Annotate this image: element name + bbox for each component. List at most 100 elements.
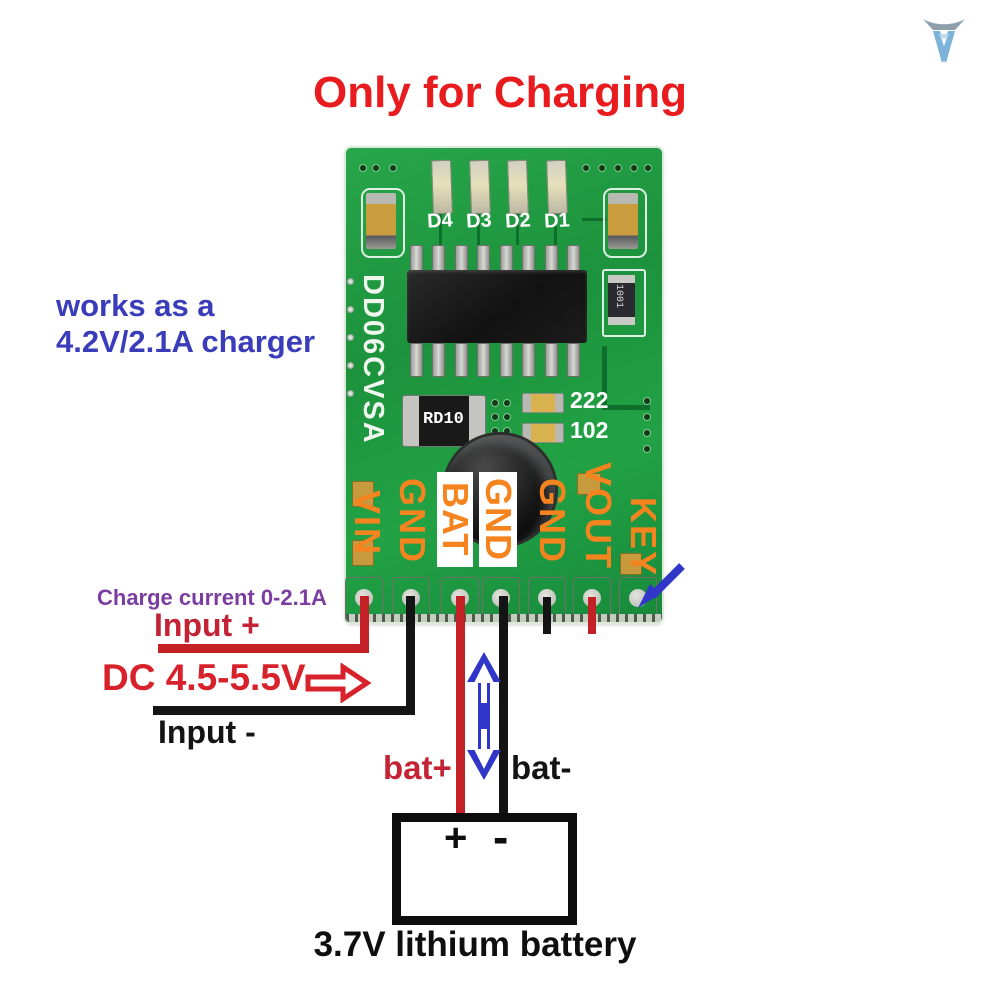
- via: [644, 414, 650, 420]
- smd-222-label: 222: [570, 387, 609, 413]
- trace: [477, 212, 480, 245]
- trace: [602, 405, 650, 410]
- via: [644, 446, 650, 452]
- via: [492, 414, 498, 420]
- pcb-model-text: DD06CVSA: [357, 274, 389, 445]
- dc-input-arrow-icon: [305, 663, 371, 703]
- ic-pin: [545, 245, 558, 272]
- dc-range-label: DC 4.5-5.5V: [102, 657, 306, 698]
- capacitor-left: [366, 193, 396, 249]
- battery-label: 3.7V lithium battery: [313, 925, 637, 964]
- resistor-1001: 1001: [608, 275, 635, 325]
- via: [645, 165, 651, 171]
- pin-label-vin: VIN: [347, 490, 388, 557]
- via: [504, 400, 510, 406]
- resistor-1001-label: 1001: [613, 284, 624, 309]
- ic-pin: [500, 343, 513, 377]
- ic-pin: [567, 343, 580, 377]
- capability-note-line1: works as a: [56, 288, 215, 323]
- via: [492, 400, 498, 406]
- battery-plus-terminal: +: [444, 816, 468, 860]
- edge-hole: [347, 334, 354, 341]
- shunt-resistor-label: RD10: [423, 410, 464, 429]
- via: [504, 428, 510, 434]
- ic-pin: [477, 245, 490, 272]
- capacitor-outline: [361, 188, 405, 258]
- led-label-d1: D1: [543, 209, 571, 233]
- pin-label-key: KEY: [623, 497, 664, 578]
- via: [373, 165, 379, 171]
- key-pointer-arrow-icon: [638, 563, 685, 608]
- ic-pin: [432, 343, 445, 377]
- pin-label-gnd-3: GND: [532, 478, 573, 564]
- ic-pin: [410, 343, 423, 377]
- via: [360, 165, 366, 171]
- battery-outline: [392, 813, 577, 925]
- via: [492, 428, 498, 434]
- smd-222: [522, 393, 564, 413]
- gold-pad: [352, 481, 374, 507]
- wire-input-negative-vertical: [406, 596, 415, 715]
- wire-input-negative-horizontal: [153, 706, 415, 715]
- via: [644, 398, 650, 404]
- via: [583, 165, 589, 171]
- via: [631, 165, 637, 171]
- ic-chip: [407, 270, 587, 343]
- via: [504, 414, 510, 420]
- input-plus-label: Input +: [154, 607, 260, 643]
- capability-note-line2: 4.2V/2.1A charger: [56, 324, 316, 359]
- trace: [516, 212, 519, 245]
- trace: [602, 346, 607, 408]
- capacitor-right: [608, 193, 638, 249]
- led-d2: [507, 159, 529, 215]
- led-label-d4: D4: [426, 209, 454, 233]
- capacitor-outline: [603, 188, 647, 258]
- led-d1: [546, 159, 568, 215]
- ic-pin: [455, 343, 468, 377]
- edge-hole: [347, 390, 354, 397]
- ic-pin: [477, 343, 490, 377]
- via: [390, 165, 396, 171]
- gold-pad: [577, 473, 601, 495]
- pin-label-bat: BAT: [435, 472, 476, 567]
- ic-pin: [410, 245, 423, 272]
- capability-note: works as a 4.2V/2.1A charger: [56, 288, 315, 360]
- ic-pin: [500, 245, 513, 272]
- ic-pin: [455, 245, 468, 272]
- gold-pad: [352, 540, 374, 566]
- wire-vout-stub: [588, 597, 596, 634]
- wire-input-positive-vertical: [360, 596, 369, 653]
- led-label-d2: D2: [504, 209, 532, 233]
- via: [644, 430, 650, 436]
- battery-minus-terminal: -: [493, 811, 509, 863]
- via: [599, 165, 605, 171]
- trace: [439, 212, 442, 245]
- ic-pin: [545, 343, 558, 377]
- gold-pad: [620, 553, 642, 575]
- ic-pin: [522, 245, 535, 272]
- smd-102-label: 102: [570, 417, 609, 443]
- pcb-board: D4 D3 D2 D1 1001 DD06CVSA: [345, 148, 664, 622]
- charge-current-note: Charge current 0-2.1A: [97, 585, 327, 610]
- pin-label-vout: VOUT: [578, 462, 619, 571]
- bat-plus-label: bat+: [383, 749, 452, 786]
- ic-pin: [567, 245, 580, 272]
- led-d4: [431, 159, 453, 215]
- brand-logo-icon: [923, 19, 965, 63]
- edge-hole: [347, 362, 354, 369]
- wire-battery-positive: [456, 596, 465, 824]
- via: [615, 165, 621, 171]
- pin-label-gnd-1: GND: [392, 478, 433, 564]
- trace: [554, 212, 557, 245]
- smd-102: [522, 423, 564, 443]
- wire-gnd-stub: [543, 597, 551, 634]
- wire-battery-negative: [499, 596, 508, 824]
- bat-minus-label: bat-: [511, 749, 572, 786]
- edge-hole: [347, 278, 354, 285]
- ic-pin: [522, 343, 535, 377]
- page-title: Only for Charging: [313, 68, 687, 117]
- shunt-resistor-rd10: RD10: [402, 395, 486, 447]
- led-d3: [469, 159, 491, 215]
- resistor-1001-outline: [602, 269, 646, 337]
